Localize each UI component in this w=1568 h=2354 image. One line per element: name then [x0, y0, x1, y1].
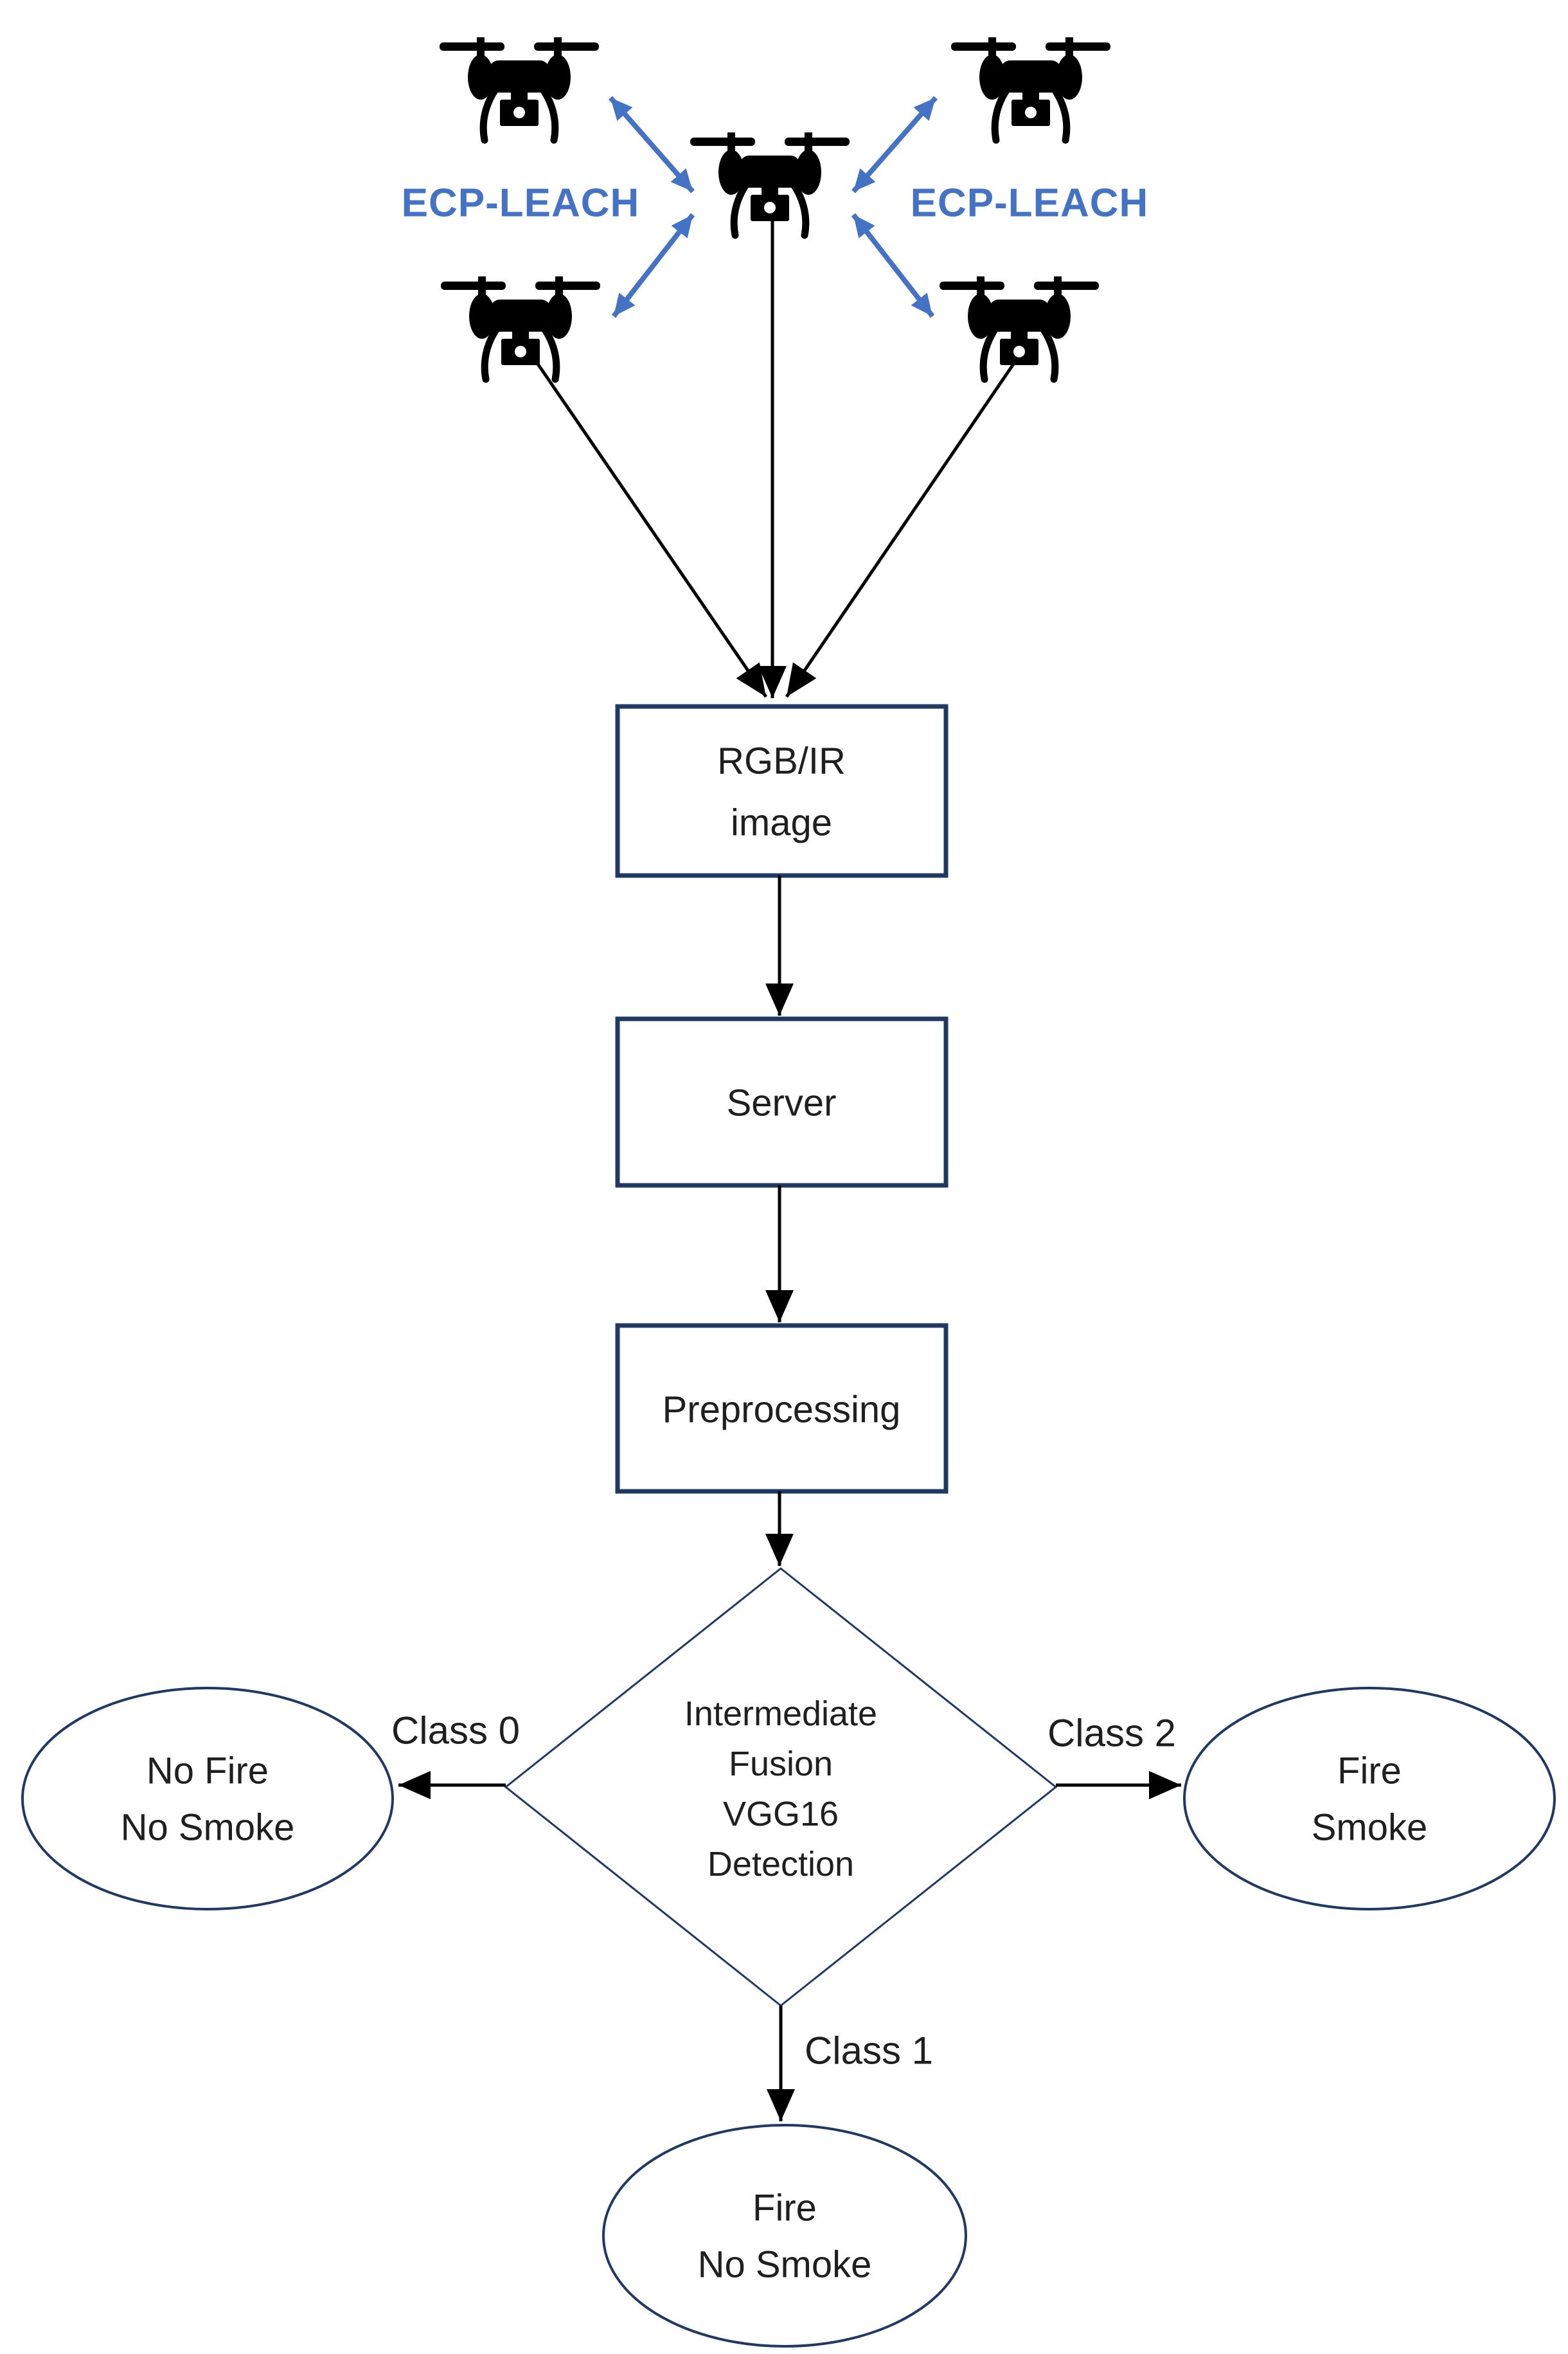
ecp-link-top-left [608, 96, 695, 193]
preprocessing-label: Preprocessing [663, 1389, 901, 1431]
no-fire-no-smoke-ellipse [21, 1687, 394, 1910]
drone-icon-bottom-left [441, 276, 600, 379]
decision-label-line4: Detection [708, 1845, 854, 1883]
decision-label-line2: Fusion [729, 1745, 833, 1783]
rgb-image-box [615, 704, 949, 878]
drone-icon-top-left [440, 37, 599, 140]
connector-left-drone-to-rgb [534, 360, 768, 698]
server-box [615, 1016, 949, 1188]
class0-label: Class 0 [391, 1709, 520, 1752]
no-fire-no-smoke-line2: No Smoke [121, 1807, 295, 1849]
rgb-image-label-line1: RGB/IR [717, 741, 846, 782]
drone-icon-bottom-right [940, 276, 1099, 379]
fire-no-smoke-line2: No Smoke [698, 2244, 872, 2286]
decision-label-line3: VGG16 [723, 1795, 839, 1833]
rgb-image-label-line2: image [731, 802, 832, 844]
no-fire-no-smoke-line1: No Fire [147, 1750, 269, 1792]
class2-label: Class 2 [1047, 1712, 1176, 1755]
class1-label: Class 1 [805, 2029, 933, 2072]
fire-smoke-line2: Smoke [1312, 1807, 1428, 1849]
fire-smoke-line1: Fire [1337, 1750, 1402, 1792]
drone-icon-center [690, 132, 850, 235]
ecp-link-bottom-left [611, 213, 695, 318]
preprocessing-box [615, 1323, 949, 1494]
ecp-link-top-right [851, 96, 938, 193]
decision-label-line1: Intermediate [684, 1694, 877, 1733]
ecp-leach-label-right: ECP-LEACH [911, 181, 1149, 226]
drone-icon-top-right [951, 37, 1110, 140]
connector-right-drone-to-rgb [785, 360, 1017, 698]
server-label: Server [727, 1083, 837, 1124]
ecp-leach-label-left: ECP-LEACH [402, 181, 640, 226]
fire-no-smoke-ellipse [602, 2124, 967, 2348]
decision-diamond [504, 1567, 1058, 2007]
ecp-link-bottom-right [851, 213, 935, 318]
fire-smoke-ellipse [1183, 1687, 1556, 1910]
fire-no-smoke-line1: Fire [753, 2188, 817, 2229]
